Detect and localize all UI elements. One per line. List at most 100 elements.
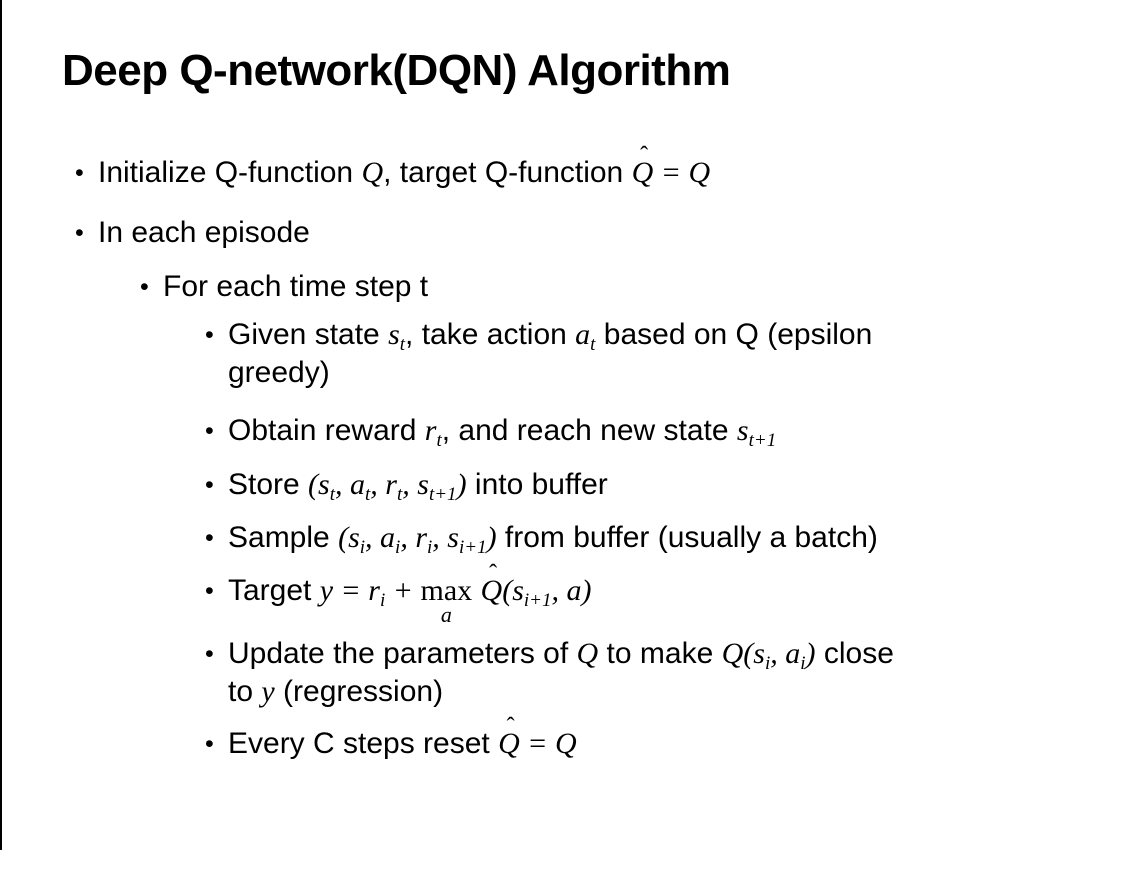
bullet-marker: • — [75, 219, 84, 247]
text-run: Store — [228, 468, 309, 501]
text-run: close — [815, 637, 894, 670]
hat-accent: ˆ — [506, 713, 515, 740]
text-run: Obtain reward — [228, 414, 425, 447]
bullet-marker: • — [140, 273, 149, 301]
math-subscript: i — [800, 653, 806, 674]
bullet-marker: • — [205, 417, 214, 445]
bullet-item-level-3: •Update the parameters of Q to make Q(si… — [0, 635, 1124, 711]
math-text: Q — [721, 637, 744, 670]
math-subscript: t — [365, 484, 371, 505]
math-text: si — [348, 521, 366, 558]
bullet-item-level-1: • In each episode — [0, 214, 1124, 252]
math-text: rt — [424, 414, 442, 451]
math-text: , — [370, 468, 386, 501]
math-text: at — [575, 318, 596, 355]
bullet-marker: • — [205, 640, 214, 668]
text-run: greedy) — [228, 356, 330, 389]
math-subscript: i — [379, 590, 386, 611]
math-text: ri — [415, 521, 433, 558]
math-text: rt — [385, 468, 403, 505]
bullet-marker: • — [75, 159, 84, 187]
bullet-marker: • — [205, 471, 214, 499]
text-run: Every C steps reset — [228, 727, 499, 760]
text-run: to make — [598, 637, 722, 670]
hat-accent: ˆ — [489, 560, 498, 587]
math-text: ) — [486, 521, 497, 554]
bullet-marker: • — [205, 524, 214, 552]
math-subscript: t — [399, 334, 406, 355]
math-subscript: t+1 — [428, 484, 457, 505]
math-text: + — [385, 574, 421, 607]
text-run: from buffer (usually a batch) — [496, 521, 878, 554]
math-text: ( — [502, 574, 513, 607]
math-subscript: i — [359, 537, 366, 558]
math-text: , — [432, 521, 448, 554]
bullet-item-level-3: • Store (st, at, rt, st+1) into buffer — [0, 466, 1124, 504]
math-text: Q — [555, 727, 577, 760]
bullet-item-level-1: •Initialize Q-function Q, target Q-funct… — [0, 144, 1124, 192]
math-text: = — [653, 156, 689, 189]
text-run: Target — [228, 574, 320, 607]
math-text: ) — [805, 637, 816, 670]
math-text: = — [333, 574, 369, 607]
bullet-item-level-3: • Obtain reward rt, and reach new state s… — [0, 412, 1124, 450]
math-text: Q — [361, 156, 384, 189]
math-text: st+1 — [417, 468, 457, 505]
text-run: , target Q-function — [383, 156, 632, 189]
math-subscript: i — [427, 537, 433, 558]
text-run: , and reach new state — [441, 414, 737, 447]
math-text: ai — [380, 521, 401, 558]
math-text: st — [388, 318, 406, 355]
text-run: Initialize Q-function — [98, 156, 362, 189]
math-subscript: t+1 — [748, 430, 777, 451]
text-run: to — [228, 675, 262, 708]
text-run: (regression) — [274, 675, 444, 708]
math-text: , — [770, 637, 786, 670]
math-text: si — [753, 637, 771, 674]
math-text: = — [519, 727, 556, 760]
bullet-marker: • — [205, 321, 214, 349]
text-run: Given state — [228, 318, 389, 351]
math-subscript: i — [764, 653, 771, 674]
text-run: , take action — [405, 318, 576, 351]
math-text: , — [400, 521, 416, 554]
bullet-text: Update the parameters of Q to make Q(si,… — [228, 635, 894, 711]
hat-accent: ˆ — [640, 142, 649, 169]
math-text: y — [261, 675, 275, 708]
bullet-item-level-2: • For each time step t — [0, 268, 1124, 306]
math-text: , — [402, 468, 418, 501]
bullet-text: Obtain reward rt, and reach new state st… — [228, 412, 776, 450]
math-text: ( — [308, 468, 319, 501]
text-run: In each episode — [98, 216, 310, 249]
bullet-text: Store (st, at, rt, st+1) into buffer — [228, 466, 608, 504]
bullet-text: Given state st, take action at based on … — [228, 316, 872, 392]
math-subscript: i — [395, 537, 401, 558]
math-text: st+1 — [736, 414, 777, 451]
bullet-text: For each time step t — [163, 268, 428, 306]
bullet-marker: • — [205, 577, 214, 605]
math-text: Q — [576, 637, 599, 670]
math-text: ri — [368, 574, 386, 611]
math-text: ) — [456, 468, 467, 501]
math-text: at — [350, 468, 371, 505]
math-text: , — [551, 574, 567, 607]
text-run — [472, 574, 480, 607]
operator-name: max — [420, 574, 473, 607]
text-run: Update the parameters of — [228, 637, 577, 670]
math-text: Q — [688, 156, 711, 189]
page-title: Deep Q-network(DQN) Algorithm — [62, 46, 731, 95]
bullet-text: Sample (si, ai, ri, si+1) from buffer (u… — [228, 519, 878, 557]
bullet-marker: • — [205, 730, 214, 758]
text-run: For each time step t — [163, 270, 429, 303]
math-text: ai — [785, 637, 806, 674]
math-text: ( — [743, 637, 754, 670]
text-run: based on Q (epsilon — [595, 318, 873, 351]
math-subscript: i+1 — [523, 590, 552, 611]
math-subscript: t — [329, 484, 336, 505]
text-run: into buffer — [466, 468, 608, 501]
bullet-item-level-3: • Sample (si, ai, ri, si+1) from buffer (… — [0, 519, 1124, 557]
